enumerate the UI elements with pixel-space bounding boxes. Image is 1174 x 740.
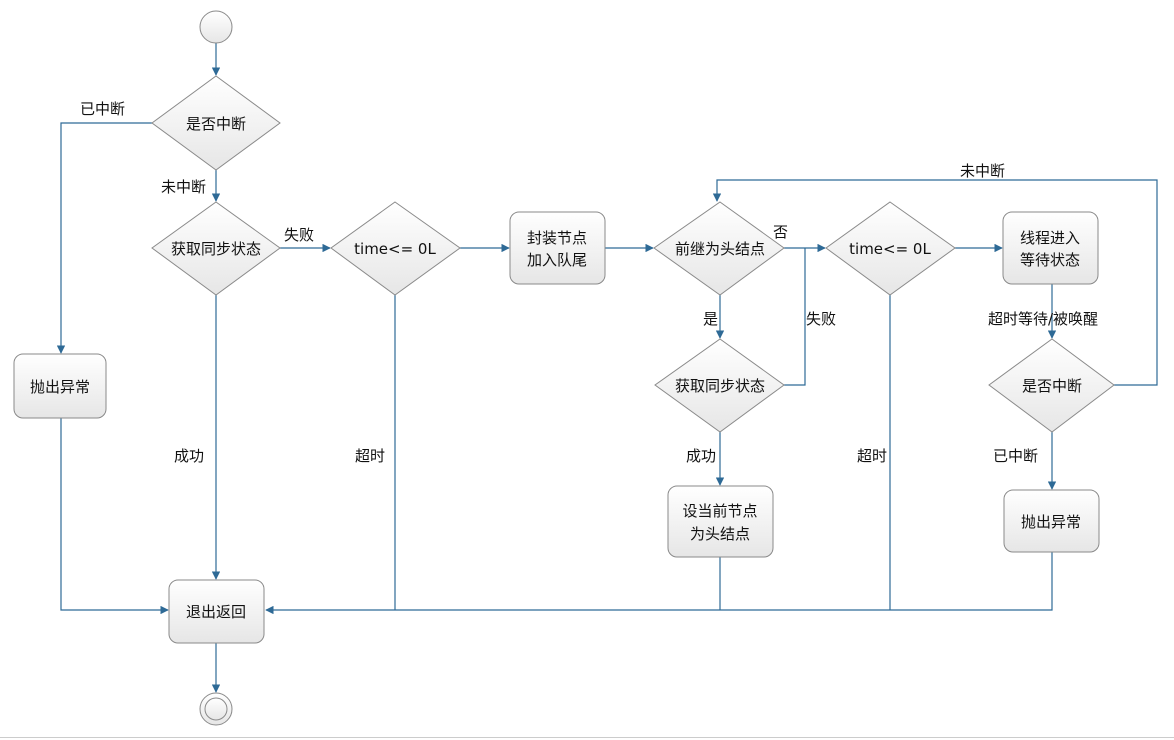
edge-labels: 已中断 未中断 失败 成功 超时 否 未中断 是 失败 超时等待/被唤醒 成功 … xyxy=(80,100,1098,465)
label-fail-2: 失败 xyxy=(806,310,836,328)
edge-not-interrupted-loop-to-pred xyxy=(712,179,1158,386)
action-set-head-line-1: 设当前节点 xyxy=(682,502,757,520)
action-throw-exception-2: 抛出异常 xyxy=(1003,489,1100,553)
action-exit-return: 退出返回 xyxy=(168,579,265,644)
label-timed-wait-wake: 超时等待/被唤醒 xyxy=(988,310,1098,328)
decision-timeout-check-2-label: time<= 0L xyxy=(849,240,931,258)
label-success-2: 成功 xyxy=(686,447,716,465)
edge-interrupted-to-throw xyxy=(56,122,152,354)
action-thread-wait-line-2: 等待状态 xyxy=(1020,251,1080,269)
nodes: 是否中断 获取同步状态 time<= 0L 封装节点 加入队尾 前继为头结点 t… xyxy=(13,10,1115,726)
action-throw-exception-1: 抛出异常 xyxy=(13,353,107,419)
label-fail-1: 失败 xyxy=(284,226,314,244)
decision-acquire-sync-2: 获取同步状态 xyxy=(654,338,785,433)
decision-is-interrupted-2-label: 是否中断 xyxy=(1022,377,1082,395)
decision-acquire-sync-1-label: 获取同步状态 xyxy=(171,240,261,258)
label-not-interrupted-2: 未中断 xyxy=(960,162,1005,180)
label-no: 否 xyxy=(773,223,788,241)
label-not-interrupted-1: 未中断 xyxy=(161,178,206,196)
decision-is-interrupted-1-label: 是否中断 xyxy=(186,115,246,133)
action-set-head-line-2: 为头结点 xyxy=(690,525,750,543)
label-interrupted-2: 已中断 xyxy=(993,447,1038,465)
label-yes: 是 xyxy=(703,310,718,328)
action-enqueue-line-2: 加入队尾 xyxy=(527,251,587,269)
action-enqueue-line-1: 封装节点 xyxy=(527,229,587,247)
action-enqueue: 封装节点 加入队尾 xyxy=(509,211,606,285)
decision-acquire-sync-2-label: 获取同步状态 xyxy=(675,377,765,395)
bottom-divider xyxy=(0,737,1174,738)
decision-pred-is-head-label: 前继为头结点 xyxy=(675,240,765,258)
action-throw-exception-1-label: 抛出异常 xyxy=(30,378,90,396)
edges xyxy=(56,43,1158,693)
decision-pred-is-head: 前继为头结点 xyxy=(653,201,785,296)
edge-acquire2-fail-loop xyxy=(784,248,806,386)
edge-throw2-to-exit xyxy=(265,552,1053,615)
action-exit-return-label: 退出返回 xyxy=(186,603,246,621)
decision-timeout-check-1-label: time<= 0L xyxy=(354,240,436,258)
decision-timeout-check-1: time<= 0L xyxy=(330,201,461,296)
label-timeout-1: 超时 xyxy=(355,447,385,465)
end-node xyxy=(199,692,233,726)
action-set-head: 设当前节点 为头结点 xyxy=(667,485,774,558)
decision-timeout-check-2: time<= 0L xyxy=(825,201,956,296)
action-throw-exception-2-label: 抛出异常 xyxy=(1021,513,1081,531)
decision-is-interrupted-2: 是否中断 xyxy=(988,338,1115,433)
label-success-1: 成功 xyxy=(174,447,204,465)
edge-throw-to-exit xyxy=(60,418,169,615)
action-thread-wait-line-1: 线程进入 xyxy=(1020,229,1080,247)
label-interrupted-1: 已中断 xyxy=(80,100,125,118)
label-timeout-2: 超时 xyxy=(857,447,887,465)
action-thread-wait: 线程进入 等待状态 xyxy=(1002,211,1099,285)
decision-acquire-sync-1: 获取同步状态 xyxy=(151,201,281,296)
start-node xyxy=(199,10,233,44)
decision-is-interrupted-1: 是否中断 xyxy=(151,75,281,171)
